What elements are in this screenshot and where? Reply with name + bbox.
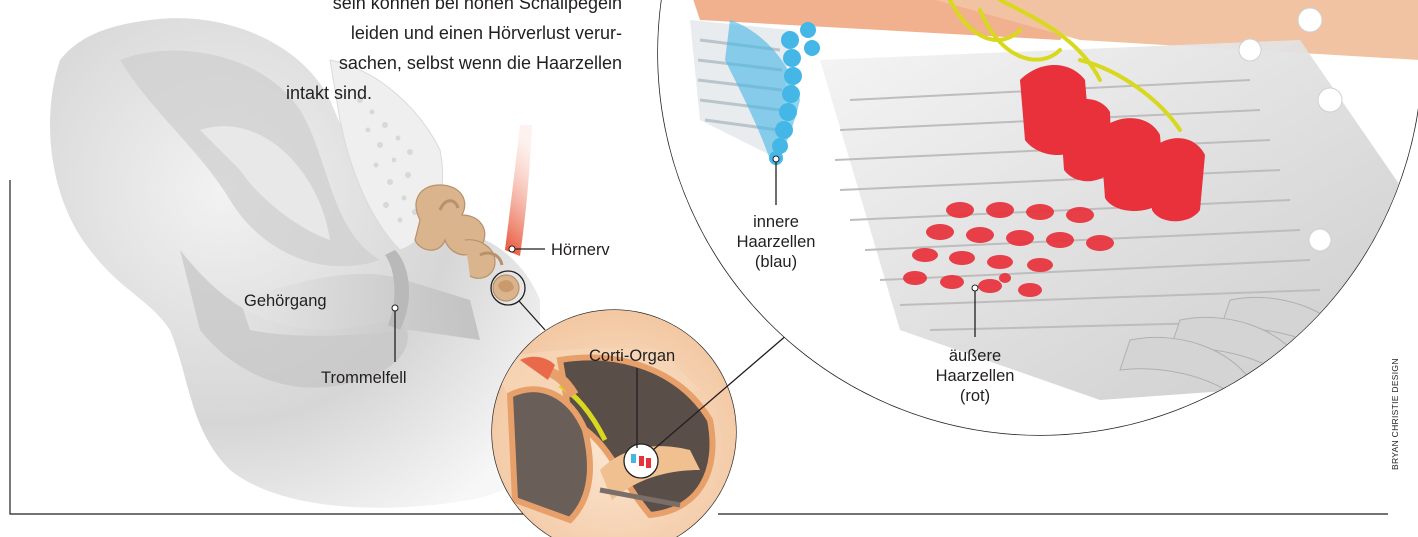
label-inner-hair-cells: innere Haarzellen (blau) [726,212,826,272]
intro-paragraph: sein können bei hohen Schallpegeln leide… [232,0,622,108]
outer-hair-cells-line-3: (rot) [925,386,1025,406]
intro-line-2: leiden und einen Hörverlust verur- [232,18,622,48]
image-credit: BRYAN CHRISTIE DESIGN [1390,358,1400,470]
intro-line-3: sachen, selbst wenn die Haarzellen [232,48,622,78]
label-outer-hair-cells: äußere Haarzellen (rot) [925,346,1025,406]
label-eardrum: Trommelfell [321,368,407,388]
label-auditory-nerve: Hörnerv [551,240,610,260]
label-ear-canal: Gehörgang [244,291,327,311]
cochlea-cross-section [490,310,795,537]
outer-hair-cells-line-2: Haarzellen [925,366,1025,386]
label-organ-of-corti: Corti-Organ [589,346,675,366]
inner-hair-cells-line-1: innere [726,212,826,232]
intro-line-4: intakt sind. [232,78,622,108]
intro-line-1: sein können bei hohen Schallpegeln [232,0,622,18]
inner-hair-cells-line-3: (blau) [726,252,826,272]
inner-hair-cells-line-2: Haarzellen [726,232,826,252]
auditory-nerve-drawing [505,125,532,256]
outer-hair-cells-line-1: äußere [925,346,1025,366]
